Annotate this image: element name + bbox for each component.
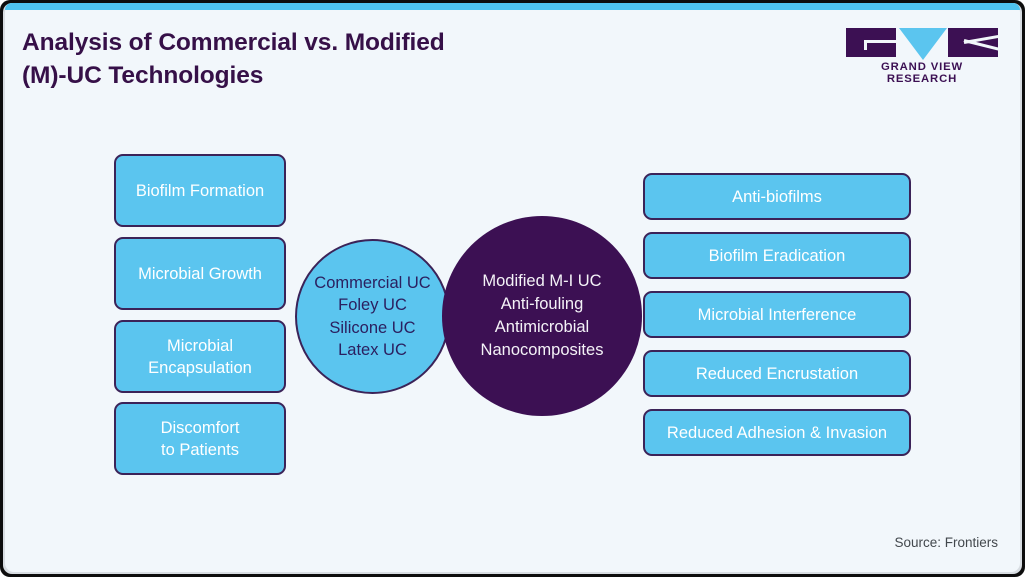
circle-commercial-line-4: Latex UC	[338, 341, 407, 359]
left-item-label-line-1: Discomfort	[160, 418, 240, 437]
logo-marks	[846, 28, 1004, 60]
logo-v-triangle-icon	[899, 28, 947, 60]
circle-modified-uc[interactable]: Modified M-I UC Anti-fouling Antimicrobi…	[442, 216, 642, 416]
right-item-label: Anti-biofilms	[732, 187, 822, 206]
circle-modified-uc-text: Modified M-I UC Anti-fouling Antimicrobi…	[481, 270, 604, 362]
left-item-label: Discomfort to Patients	[161, 417, 240, 461]
right-item-microbial-interference[interactable]: Microbial Interference	[643, 291, 911, 338]
logo-g-block-icon	[846, 28, 898, 57]
circle-commercial-line-2: Foley UC	[338, 296, 407, 314]
right-item-biofilm-eradication[interactable]: Biofilm Eradication	[643, 232, 911, 279]
left-item-microbial-growth[interactable]: Microbial Growth	[114, 237, 286, 310]
right-item-anti-biofilms[interactable]: Anti-biofilms	[643, 173, 911, 220]
left-item-label: Microbial Encapsulation	[148, 335, 252, 379]
right-item-label: Reduced Encrustation	[695, 364, 859, 383]
logo-r-block-icon	[948, 28, 1004, 57]
right-item-label: Biofilm Eradication	[708, 246, 846, 265]
left-item-discomfort-to-patients[interactable]: Discomfort to Patients	[114, 402, 286, 475]
left-item-label-line-2: Encapsulation	[148, 358, 252, 377]
circle-commercial-uc[interactable]: Commercial UC Foley UC Silicone UC Latex…	[295, 239, 450, 394]
right-item-label: Microbial Interference	[697, 305, 857, 324]
circle-modified-line-4: Nanocomposites	[480, 341, 604, 359]
page-title-line-1: Analysis of Commercial vs. Modified	[22, 29, 445, 56]
page-title-line-2: (M)-UC Technologies	[22, 62, 264, 89]
left-item-microbial-encapsulation[interactable]: Microbial Encapsulation	[114, 320, 286, 393]
logo-g-stem	[864, 40, 867, 50]
brand-logo: GRAND VIEW RESEARCH	[846, 28, 1004, 85]
right-item-reduced-adhesion-invasion[interactable]: Reduced Adhesion & Invasion	[643, 409, 911, 456]
source-attribution: Source: Frontiers	[894, 535, 998, 550]
circle-modified-line-2: Anti-fouling	[500, 295, 584, 313]
left-item-label-line-1: Microbial	[166, 336, 233, 355]
page-title: Analysis of Commercial vs. Modified (M)-…	[22, 26, 662, 92]
right-item-reduced-encrustation[interactable]: Reduced Encrustation	[643, 350, 911, 397]
logo-r-slash-lower	[963, 34, 1004, 44]
top-accent-bar	[5, 3, 1020, 10]
left-item-label-line-2: to Patients	[161, 440, 239, 459]
logo-wordmark: GRAND VIEW RESEARCH	[881, 61, 963, 85]
circle-commercial-uc-text: Commercial UC Foley UC Silicone UC Latex…	[314, 272, 430, 362]
right-item-label: Reduced Adhesion & Invasion	[666, 423, 888, 442]
circle-modified-line-1: Modified M-I UC	[482, 272, 602, 290]
circle-modified-line-3: Antimicrobial	[494, 318, 590, 336]
circle-commercial-line-3: Silicone UC	[329, 318, 416, 337]
circle-commercial-line-1: Commercial UC	[314, 273, 431, 292]
left-item-label: Biofilm Formation	[135, 181, 265, 200]
left-item-biofilm-formation[interactable]: Biofilm Formation	[114, 154, 286, 227]
logo-g-slot	[864, 40, 898, 43]
left-item-label: Microbial Growth	[138, 264, 262, 283]
